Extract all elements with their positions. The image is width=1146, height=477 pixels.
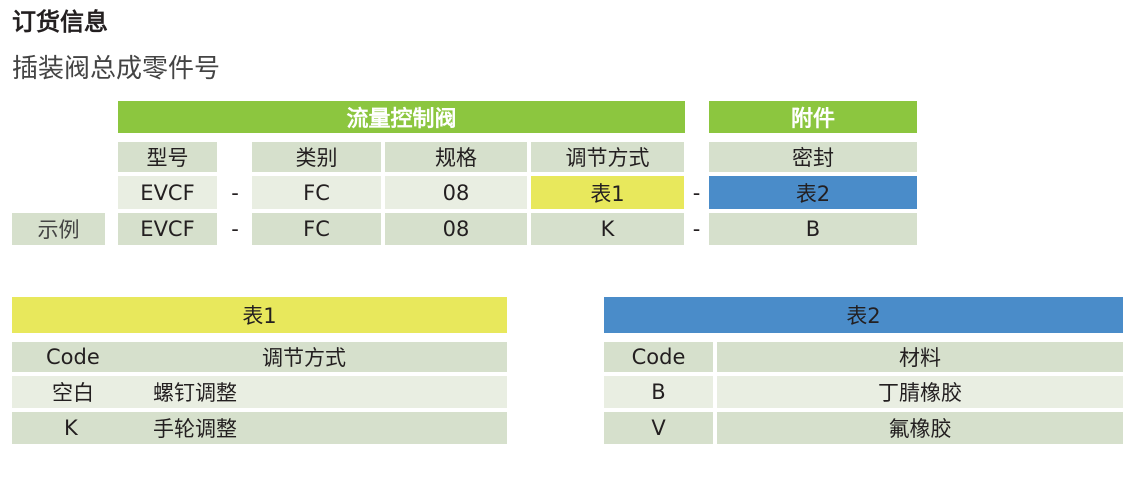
cell-model: EVCF	[118, 176, 217, 209]
page-title: 订货信息	[12, 8, 108, 36]
example-label: 示例	[12, 213, 105, 245]
table-row: K 手轮调整	[12, 412, 507, 444]
example-seal: B	[709, 213, 917, 245]
table1-header-code: Code	[46, 345, 100, 369]
table2-header-material: 材料	[717, 342, 1123, 372]
table-row: 空白 螺钉调整	[12, 376, 507, 408]
example-adjustment: K	[531, 213, 684, 245]
table2-code: B	[604, 376, 713, 408]
header-adjustment: 调节方式	[531, 142, 684, 172]
example-type: FC	[252, 213, 381, 245]
cell-size: 08	[385, 176, 527, 209]
table2-header-code: Code	[604, 342, 713, 372]
cell-seal-ref: 表2	[709, 176, 917, 209]
group-header-accessory: 附件	[709, 101, 917, 133]
header-size: 规格	[385, 142, 527, 172]
table1-code: 空白	[52, 381, 94, 405]
table2-material: 氟橡胶	[717, 412, 1123, 444]
header-seal: 密封	[709, 142, 917, 172]
header-type: 类别	[252, 142, 381, 172]
table2-code: V	[604, 412, 713, 444]
example-size: 08	[385, 213, 527, 245]
example-model: EVCF	[118, 213, 217, 245]
table1-desc: 手轮调整	[153, 417, 237, 441]
table2-material: 丁腈橡胶	[717, 376, 1123, 408]
page-subtitle: 插装阀总成零件号	[12, 54, 221, 84]
separator: -	[692, 180, 701, 205]
table1-title: 表1	[12, 297, 507, 333]
table1-header-adjustment: 调节方式	[262, 346, 346, 370]
table1-header-row: Code 调节方式	[12, 342, 507, 372]
table2-title: 表2	[604, 297, 1123, 333]
separator: -	[231, 180, 239, 205]
group-header-flow-valve: 流量控制阀	[118, 101, 685, 133]
table1-code: K	[64, 416, 78, 440]
header-model: 型号	[118, 142, 217, 172]
separator: -	[231, 217, 239, 241]
separator: -	[692, 217, 701, 241]
cell-adjustment-ref: 表1	[531, 176, 684, 209]
cell-type: FC	[252, 176, 381, 209]
table1-desc: 螺钉调整	[153, 381, 237, 405]
